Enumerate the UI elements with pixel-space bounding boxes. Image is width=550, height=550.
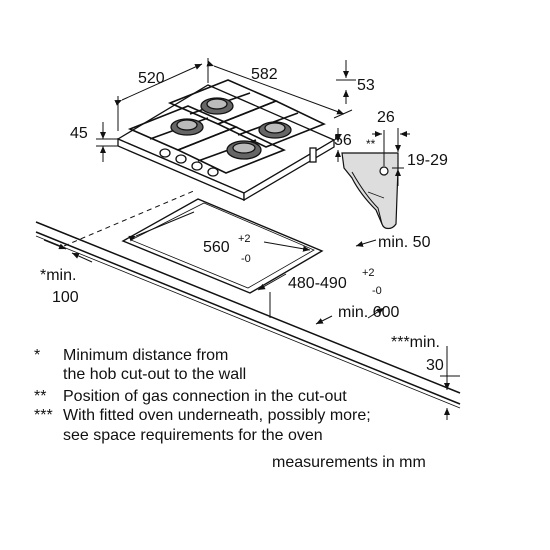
footnote-3-line-2: see space requirements for the oven xyxy=(63,427,323,444)
burner-front-right xyxy=(226,140,262,160)
wall-reference-line xyxy=(63,189,197,247)
dim-min-wall-line1: *min. xyxy=(40,267,76,284)
worktop-dimension-lines xyxy=(43,211,460,420)
burner-rear-left xyxy=(200,97,234,115)
footnote-2-line-1: Position of gas connection in the cut-ou… xyxy=(63,388,347,405)
dim-hob-width: 582 xyxy=(251,66,278,83)
dim-hob-top-offset: 53 xyxy=(357,77,375,94)
dim-min-side: min. 50 xyxy=(378,234,431,251)
footnote-1-line-2: the hob cut-out to the wall xyxy=(63,366,247,383)
dim-hob-depth: 520 xyxy=(138,70,165,87)
footnote-3-line-1: With fitted oven underneath, possibly mo… xyxy=(63,407,371,424)
hob-cut-out xyxy=(121,198,324,294)
dim-cutout-width-sup: +2 xyxy=(238,233,251,245)
burner-rear-right xyxy=(258,121,292,139)
dim-worktop-thickness: 19-29 xyxy=(407,152,448,169)
dim-cutout-depth: 480-490 xyxy=(288,275,347,292)
dim-cutout-width-sub: -0 xyxy=(241,253,251,265)
dim-min-worktop-depth: min. 600 xyxy=(338,304,399,321)
burner-front-left xyxy=(170,118,204,136)
footnote-1-cont: the hob cut-out to the wall xyxy=(34,365,246,384)
dim-hob-height: 45 xyxy=(70,125,88,142)
hob-dimension-lines xyxy=(96,58,356,162)
control-knobs xyxy=(159,148,219,177)
dim-min-wall-line2: 100 xyxy=(52,289,79,306)
worktop-back-edge xyxy=(35,221,461,394)
dim-side-offset: 56 xyxy=(334,132,352,149)
dim-min-oven-line2: 30 xyxy=(426,357,444,374)
footnote-3-mark: *** xyxy=(34,407,53,424)
dimension-labels: 520 582 53 45 56 26 ** 19-29 560 +2 -0 4… xyxy=(40,66,448,374)
units-label: measurements in mm xyxy=(272,454,426,471)
footnote-3: *** With fitted oven underneath, possibly… xyxy=(34,406,371,425)
footnote-2: ** Position of gas connection in the cut-… xyxy=(34,387,347,406)
footnote-2-mark: ** xyxy=(34,388,47,405)
footnote-3-cont: see space requirements for the oven xyxy=(34,426,323,445)
dim-cutout-depth-sub: -0 xyxy=(372,285,382,297)
worktop-drawing xyxy=(35,189,461,409)
footnote-1-mark: * xyxy=(34,347,41,364)
gas-connection-icon xyxy=(379,166,389,176)
hob-drawing xyxy=(116,79,336,202)
dim-cutout-depth-sup: +2 xyxy=(362,267,375,279)
dim-min-oven-line1: ***min. xyxy=(391,334,440,351)
dim-gas-connection-offset: 26 xyxy=(377,109,395,126)
dim-gas-marker: ** xyxy=(366,137,376,151)
footnote-1-line-1: Minimum distance from xyxy=(63,347,229,364)
worktop-section-detail xyxy=(341,128,410,230)
worktop-front-edge xyxy=(35,231,461,405)
footnote-1: * Minimum distance from xyxy=(34,346,228,365)
dim-cutout-width: 560 xyxy=(203,239,230,256)
